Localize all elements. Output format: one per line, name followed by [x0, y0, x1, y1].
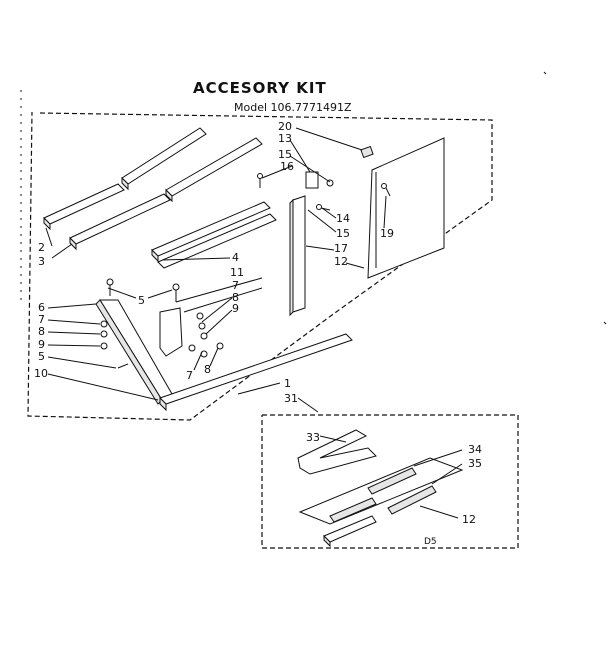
- scan-mark: [543, 71, 547, 75]
- callout-9: 9: [38, 338, 45, 351]
- callout-17: 17: [334, 242, 348, 255]
- callout-8: 8: [38, 325, 45, 338]
- callout-1: 1: [284, 377, 291, 390]
- main-kit-frame: [27, 111, 493, 421]
- model-number: Model 106.7771491Z: [234, 101, 352, 114]
- top-hardware: [257, 145, 391, 211]
- diagram-title: ACCESORY KIT: [193, 79, 327, 97]
- callout-6: 6: [38, 301, 45, 314]
- callout-31: 31: [284, 392, 298, 405]
- callout-12: 12: [334, 255, 348, 268]
- diagram-code: D5: [424, 537, 437, 547]
- callout-8: 8: [232, 291, 239, 304]
- callout-35: 35: [468, 457, 482, 470]
- scan-mark: [603, 321, 607, 325]
- angle-bar-group: [43, 127, 277, 269]
- callout-19: 19: [380, 227, 394, 240]
- callout-16: 16: [280, 160, 294, 173]
- callout-5: 5: [38, 350, 45, 363]
- support-bracket: [95, 278, 224, 405]
- callout-3: 3: [38, 255, 45, 268]
- callout-15: 15: [336, 227, 350, 240]
- callout-7: 7: [186, 369, 193, 382]
- callout-12: 12: [462, 513, 476, 526]
- callout-14: 14: [336, 212, 350, 225]
- callout-20: 20: [278, 120, 292, 133]
- bottom-channel: [159, 333, 353, 412]
- secondary-kit-parts: [297, 429, 464, 548]
- callout-10: 10: [34, 367, 48, 380]
- side-panel: [367, 137, 445, 279]
- callout-7: 7: [232, 279, 239, 292]
- callout-5: 5: [138, 294, 145, 307]
- callout-9: 9: [232, 302, 239, 315]
- callout-15: 15: [278, 148, 292, 161]
- callout-4: 4: [232, 251, 239, 264]
- callout-34: 34: [468, 443, 482, 456]
- leader-lines: [45, 127, 463, 519]
- callout-13: 13: [278, 132, 292, 145]
- callout-11: 11: [230, 266, 244, 279]
- vertical-channel: [289, 195, 306, 317]
- secondary-kit-frame: [261, 414, 519, 549]
- callout-33: 33: [306, 431, 320, 444]
- callout-7: 7: [38, 313, 45, 326]
- callout-2: 2: [38, 241, 45, 254]
- callout-8: 8: [204, 363, 211, 376]
